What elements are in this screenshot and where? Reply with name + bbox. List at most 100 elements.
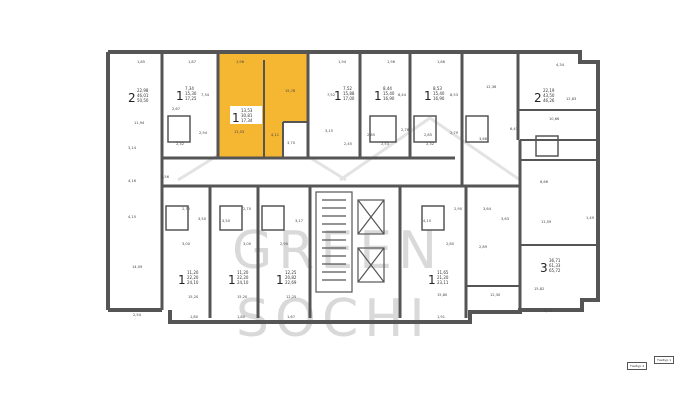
room-dimension-label: 1,67 xyxy=(287,315,295,319)
bathrooms xyxy=(165,115,559,231)
room-dimension-label: 2,94 xyxy=(199,131,208,135)
room-dimension-label: 2,70 xyxy=(544,309,553,313)
area-total: 43,50 xyxy=(543,93,555,98)
rooms-count: 1 xyxy=(334,89,342,103)
room-dimension-label: 7,34 xyxy=(201,93,210,97)
room-dimension-label: 4,16 xyxy=(128,179,137,183)
room-dimension-label: 3,17 xyxy=(295,219,303,223)
room-dimension-label: 3,50 xyxy=(198,217,207,221)
area-total: 15,30 xyxy=(185,91,197,96)
area-living: 11,20 xyxy=(187,270,199,275)
room-dimension-label: 1,94 xyxy=(338,60,347,64)
room-dimension-label: 4,15 xyxy=(423,219,431,223)
rooms-count: 1 xyxy=(176,89,184,103)
rooms-count: 1 xyxy=(232,111,240,125)
rooms-count: 1 xyxy=(178,273,186,287)
room-dimension-label: 8,53 xyxy=(450,93,458,97)
area-full: 23,11 xyxy=(437,280,449,285)
area-living: 22,98 xyxy=(137,88,149,93)
room-dimension-label: 15,82 xyxy=(534,287,544,291)
room-dimension-label: 2,32 xyxy=(176,142,184,146)
room-dimension-label: 3,70 xyxy=(287,141,296,145)
room-dimension-label: 2,85 xyxy=(367,133,375,137)
room-dimension-label: 1,80 xyxy=(190,315,199,319)
rooms-count: 2 xyxy=(534,91,542,105)
room-dimension-label: 1,85 xyxy=(137,60,145,64)
room-dimension-label: 8,66 xyxy=(540,180,549,184)
room-dimension-label: 12,83 xyxy=(566,97,576,101)
room-dimension-label: 8,56 xyxy=(161,175,170,179)
room-dimension-label: 12,25 xyxy=(286,295,296,299)
rooms-count: 3 xyxy=(540,261,548,275)
walls xyxy=(106,50,600,324)
rooms-count: 1 xyxy=(374,89,382,103)
watermark-line1: GREEN xyxy=(232,221,443,281)
area-total: 21,20 xyxy=(437,275,449,280)
room-dimension-label: 1,86 xyxy=(437,60,446,64)
room-dimension-label: 2,90 xyxy=(280,242,289,246)
area-full: 17,00 xyxy=(343,96,355,101)
room-dimension-label: 2,70 xyxy=(182,207,191,211)
area-living: 8,53 xyxy=(433,86,442,91)
room-dimension-label: 3,50 xyxy=(222,219,231,223)
room-dimension-label: 8,44 xyxy=(398,93,407,97)
room-dimension-label: 1,91 xyxy=(437,315,445,319)
room-dimension-label: 12,30 xyxy=(490,293,501,297)
area-full: 16,90 xyxy=(383,96,395,101)
room-dimension-label: 2,53 xyxy=(381,142,389,146)
area-living: 7,52 xyxy=(343,86,352,91)
room-dimension-label: 15,20 xyxy=(237,295,248,299)
area-living: 11,65 xyxy=(437,270,449,275)
room-dimension-label: 14,09 xyxy=(132,265,143,269)
area-total: 15,88 xyxy=(343,91,355,96)
room-dimension-label: 15,80 xyxy=(437,293,448,297)
room-dimension-label: 15,20 xyxy=(188,295,199,299)
room-dimension-label: 15,78 xyxy=(285,89,296,93)
area-living: 11,20 xyxy=(237,270,249,275)
rooms-count: 1 xyxy=(428,273,436,287)
area-living: 12,25 xyxy=(285,270,297,275)
rooms-count: 1 xyxy=(276,273,284,287)
stair-core xyxy=(315,191,385,293)
room-dimension-label: 3,00 xyxy=(243,242,252,246)
room-dimension-label: 1,96 xyxy=(236,60,245,64)
room-dimension-label: 2,80 xyxy=(446,242,455,246)
room-dimension-label: 2,90 xyxy=(454,207,463,211)
area-living: 22,19 xyxy=(543,88,555,93)
area-total: 46,01 xyxy=(137,93,149,98)
room-dimension-label: 2,45 xyxy=(344,142,352,146)
watermark-line2: SOCHI xyxy=(236,289,431,349)
area-full: 50,50 xyxy=(137,98,149,103)
area-total: 22,20 xyxy=(237,275,249,280)
rooms-count: 1 xyxy=(228,273,236,287)
room-dimension-label: 7,52 xyxy=(327,93,335,97)
room-dimension-label: 11,59 xyxy=(541,220,552,224)
room-dimension-label: 1,87 xyxy=(188,60,196,64)
room-dimension-label: 2,89 xyxy=(479,245,488,249)
room-dimension-label: 10,66 xyxy=(549,117,560,121)
watermark: GREEN SOCHI xyxy=(177,116,521,349)
area-full: 22,69 xyxy=(285,280,297,285)
area-living: 36,71 xyxy=(549,258,561,263)
label-plate xyxy=(230,106,262,124)
room-dimension-label: 3,64 xyxy=(483,207,492,211)
area-living: 8,44 xyxy=(383,86,392,91)
room-dimension-label: 2,85 xyxy=(424,133,432,137)
room-dimension-label: 2,78 xyxy=(401,128,410,132)
area-total: 15,40 xyxy=(433,91,445,96)
room-dimension-label: 4,34 xyxy=(556,63,565,67)
area-full: 46,26 xyxy=(543,98,555,103)
room-dimension-label: 2,79 xyxy=(450,131,459,135)
area-total: 20,82 xyxy=(285,275,297,280)
room-dimension-label: 12,36 xyxy=(486,85,497,89)
area-full: 24,10 xyxy=(237,280,249,285)
room-dimension-label: 1,49 xyxy=(586,216,595,220)
area-full: 65,72 xyxy=(549,268,561,273)
legend-tambur-1: Тамбур 1 xyxy=(654,356,675,364)
area-full: 16,90 xyxy=(433,96,445,101)
room-dimension-label: 2,32 xyxy=(426,142,434,146)
rooms-count: 2 xyxy=(128,91,136,105)
room-dimension-label: 11,94 xyxy=(134,121,145,125)
